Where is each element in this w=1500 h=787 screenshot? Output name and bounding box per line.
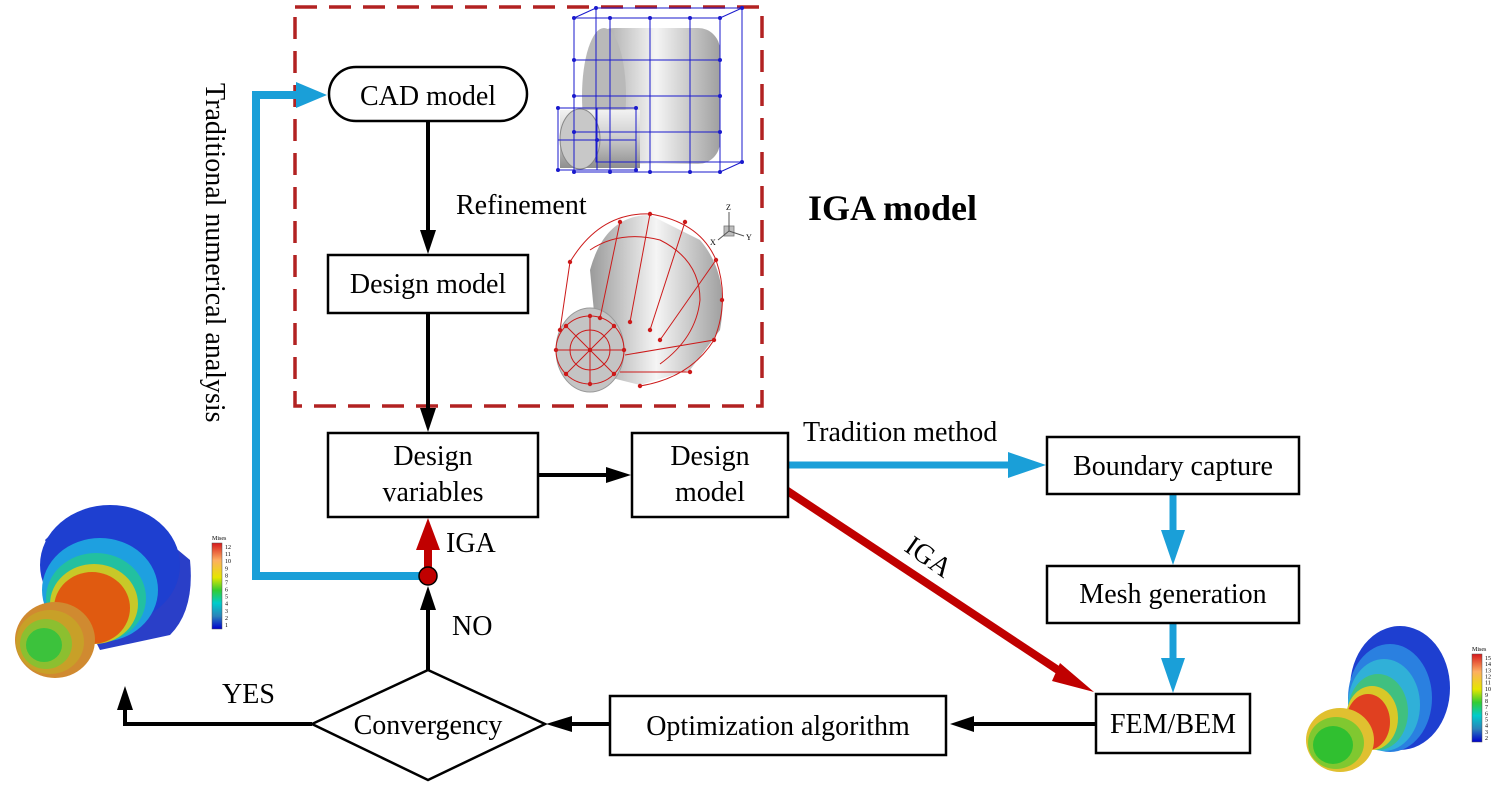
design-variables-node xyxy=(326,431,540,519)
iga-up-label: IGA xyxy=(446,528,497,559)
boundary-capture-label: Boundary capture xyxy=(1073,451,1273,482)
legend-left-tick: 4 xyxy=(225,602,228,608)
axis-z-label: Z xyxy=(726,203,731,212)
legend-right-tick: 4 xyxy=(1485,724,1488,730)
legend-right-tick: 11 xyxy=(1485,681,1491,687)
legend-left-title: Mises xyxy=(212,536,227,542)
optimization-algorithm-label: Optimization algorithm xyxy=(646,711,910,742)
axes-triad: Z Y X xyxy=(710,203,752,247)
legend-left-tick: 7 xyxy=(225,580,228,586)
design-model-top-node xyxy=(326,253,530,315)
optimization-algorithm-node xyxy=(608,694,948,757)
legend-right-tick: 9 xyxy=(1485,693,1488,699)
tradition-method-arrowhead xyxy=(1008,452,1046,478)
legend-right-tick: 13 xyxy=(1485,668,1491,674)
iga-up-arrowhead xyxy=(416,518,440,550)
iga-diagonal-arrowhead xyxy=(1052,663,1094,692)
boundary-capture-node xyxy=(1045,435,1301,496)
legend-right-tick: 14 xyxy=(1485,662,1491,668)
legend-left-tick: 5 xyxy=(225,595,228,601)
convergency-to-circle-arrowhead xyxy=(420,586,436,610)
yes-exit-arrowhead xyxy=(117,686,133,710)
legend-left-tick: 12 xyxy=(225,545,231,551)
fem-to-optimization-arrowhead xyxy=(950,716,974,732)
tradition-method-label: Tradition method xyxy=(803,417,997,448)
variables-to-model-arrowhead xyxy=(606,467,631,483)
legend-left-tick: 8 xyxy=(225,573,228,579)
design-model-mid-label-line1: Design xyxy=(670,441,749,472)
legend-right-tick: 15 xyxy=(1485,656,1491,662)
yes-exit-arrow xyxy=(123,705,312,726)
stress-result-right xyxy=(1306,626,1450,772)
refinement-label: Refinement xyxy=(456,190,587,221)
fem-bem-node xyxy=(1094,692,1252,755)
legend-left-tick: 11 xyxy=(225,552,231,558)
design-model-mid-label-line2: model xyxy=(675,477,745,508)
convergency-label: Convergency xyxy=(354,710,503,741)
legend-right-tick: 12 xyxy=(1485,674,1491,680)
junction-node xyxy=(418,566,438,586)
legend-right-tick: 3 xyxy=(1485,730,1488,736)
cad-model-illustration xyxy=(556,6,744,174)
legend-right-tick: 8 xyxy=(1485,699,1488,705)
legend-right-tick: 10 xyxy=(1485,687,1491,693)
legend-left-tick: 2 xyxy=(225,616,228,622)
traditional-analysis-label: Traditional numerical analysis xyxy=(199,83,230,423)
legend-left-tick: 9 xyxy=(225,566,228,572)
stress-result-left xyxy=(15,505,191,678)
design-model-mid-node xyxy=(630,431,790,519)
traditional-analysis-arrowhead xyxy=(296,82,327,108)
legend-left-tick: 3 xyxy=(225,609,228,615)
legend-right-tick: 7 xyxy=(1485,705,1488,711)
mesh-generation-node xyxy=(1045,564,1301,625)
boundary-to-mesh-arrowhead xyxy=(1161,530,1185,565)
fem-bem-label: FEM/BEM xyxy=(1110,709,1236,740)
iga-diagonal-label: IGA xyxy=(899,530,958,584)
cad-to-design-arrowhead xyxy=(420,230,436,254)
mesh-generation-label: Mesh generation xyxy=(1079,579,1266,610)
design-variables-label-line2: variables xyxy=(382,477,483,508)
iga-model-frame xyxy=(293,5,764,408)
legend-left-tick: 10 xyxy=(225,559,231,565)
legend-left-tick: 6 xyxy=(225,588,228,594)
legend-right-title: Mises xyxy=(1472,647,1487,653)
traditional-analysis-arrow xyxy=(252,91,428,580)
design-model-illustration xyxy=(553,211,725,393)
yes-label: YES xyxy=(222,679,275,710)
optimization-to-convergency-arrowhead xyxy=(546,716,572,732)
legend-right-tick: 5 xyxy=(1485,718,1488,724)
legend-right-tick: 2 xyxy=(1485,736,1488,742)
design-variables-label-line1: Design xyxy=(393,441,472,472)
mesh-to-fem-arrowhead xyxy=(1161,658,1185,693)
no-label: NO xyxy=(452,611,492,642)
convergency-diamond xyxy=(309,668,548,782)
cad-model-node xyxy=(327,65,529,123)
design-model-top-label: Design model xyxy=(350,269,507,300)
legend-left-tick: 1 xyxy=(225,623,228,629)
legend-right-tick: 6 xyxy=(1485,711,1488,717)
axis-x-label: X xyxy=(710,238,716,247)
iga-diagonal-arrow xyxy=(783,486,1073,682)
iga-model-title: IGA model xyxy=(808,188,977,228)
axis-y-label: Y xyxy=(746,233,752,242)
design-to-variables-arrowhead xyxy=(420,408,436,432)
cad-model-label: CAD model xyxy=(360,81,496,112)
